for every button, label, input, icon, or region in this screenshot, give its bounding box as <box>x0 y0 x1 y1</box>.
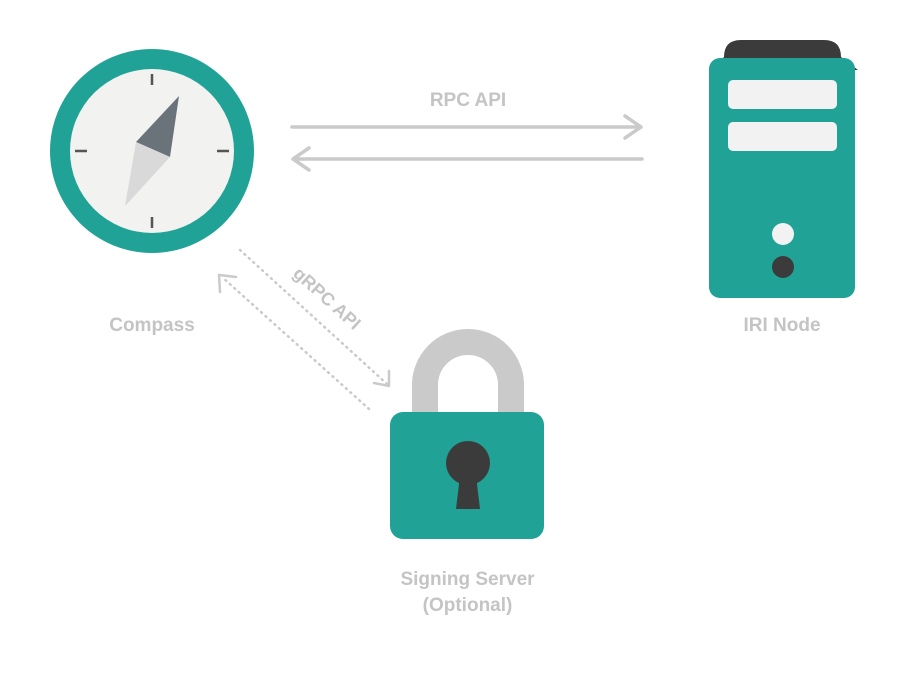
grpc-arrows <box>217 248 391 411</box>
signing-server-label: Signing Server (Optional) <box>340 567 595 619</box>
rpc-arrows <box>290 114 644 172</box>
rpc-api-label: RPC API <box>430 90 506 111</box>
iri-node-label: IRI Node <box>743 315 821 336</box>
signing-server-label-line1: Signing Server <box>400 569 535 590</box>
rpc-arrow-right <box>290 114 643 140</box>
signing-server-label-line2: (Optional) <box>422 595 513 616</box>
padlock-icon <box>390 329 544 539</box>
grpc-api-label: gRPC API <box>289 263 364 334</box>
compass-icon <box>50 49 254 253</box>
server-icon <box>709 40 858 298</box>
rpc-arrow-left <box>291 146 644 172</box>
grpc-arrow-down <box>238 248 389 386</box>
grpc-arrow-up <box>220 275 371 411</box>
compass-label: Compass <box>109 315 195 336</box>
